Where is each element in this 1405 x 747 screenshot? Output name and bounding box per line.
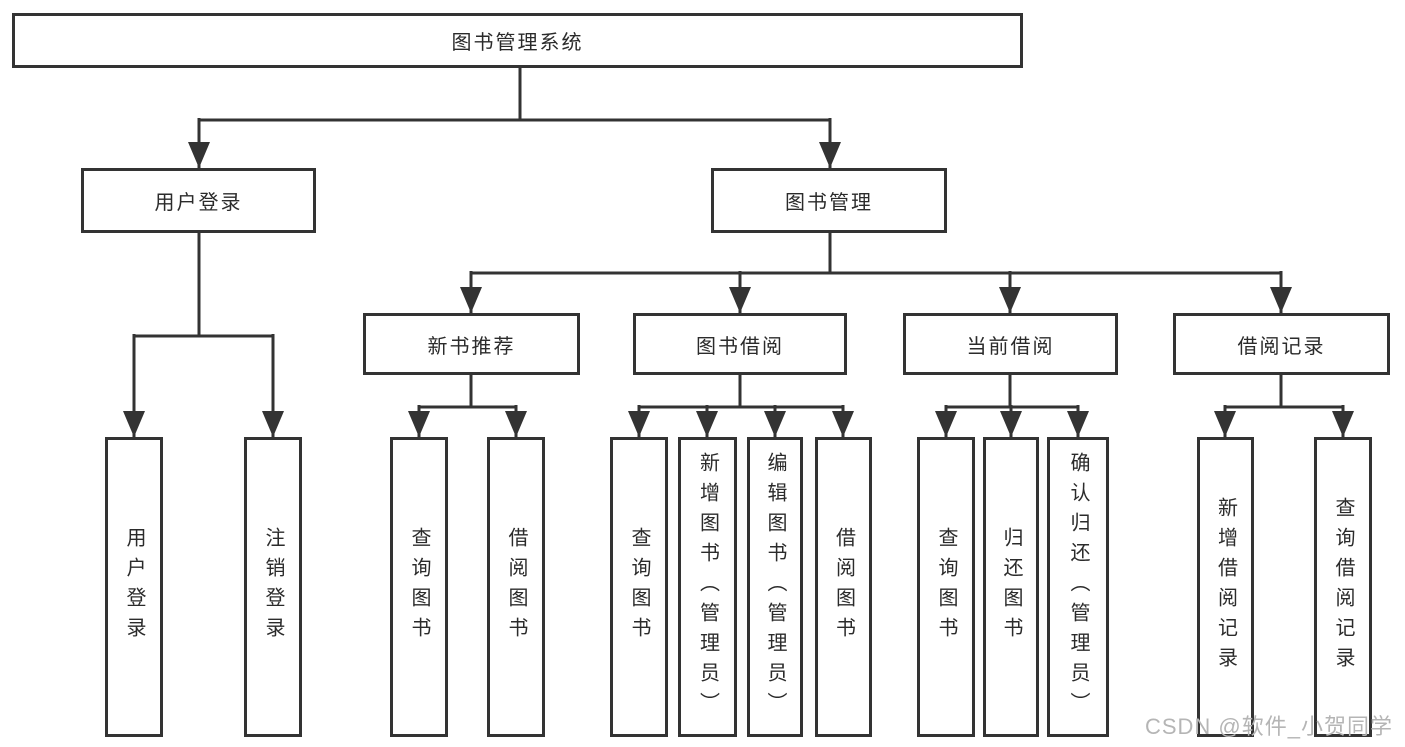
node-nb-borrow-book: 借阅图书 — [487, 437, 545, 737]
node-nb-query-book: 查询图书 — [390, 437, 448, 737]
node-bb-query-book: 查询图书 — [610, 437, 668, 737]
node-book-management: 图书管理 — [711, 168, 947, 233]
node-br-query-record: 查询借阅记录 — [1314, 437, 1372, 737]
node-bb-borrow-book: 借阅图书 — [815, 437, 872, 737]
node-borrow-records: 借阅记录 — [1173, 313, 1390, 375]
node-user-login: 用户登录 — [81, 168, 316, 233]
node-logout-leaf: 注销登录 — [244, 437, 302, 737]
node-cb-return-book: 归还图书 — [983, 437, 1039, 737]
node-cb-query-book: 查询图书 — [917, 437, 975, 737]
node-br-add-record: 新增借阅记录 — [1197, 437, 1254, 737]
node-book-borrow: 图书借阅 — [633, 313, 847, 375]
node-cb-confirm-return-admin: 确认归还（管理员） — [1047, 437, 1109, 737]
node-user-login-leaf: 用户登录 — [105, 437, 163, 737]
node-new-book-recommend: 新书推荐 — [363, 313, 580, 375]
node-root: 图书管理系统 — [12, 13, 1023, 68]
node-current-borrow: 当前借阅 — [903, 313, 1118, 375]
node-bb-add-book-admin: 新增图书（管理员） — [678, 437, 737, 737]
node-bb-edit-book-admin: 编辑图书（管理员） — [747, 437, 803, 737]
tree-edges — [123, 68, 1354, 437]
